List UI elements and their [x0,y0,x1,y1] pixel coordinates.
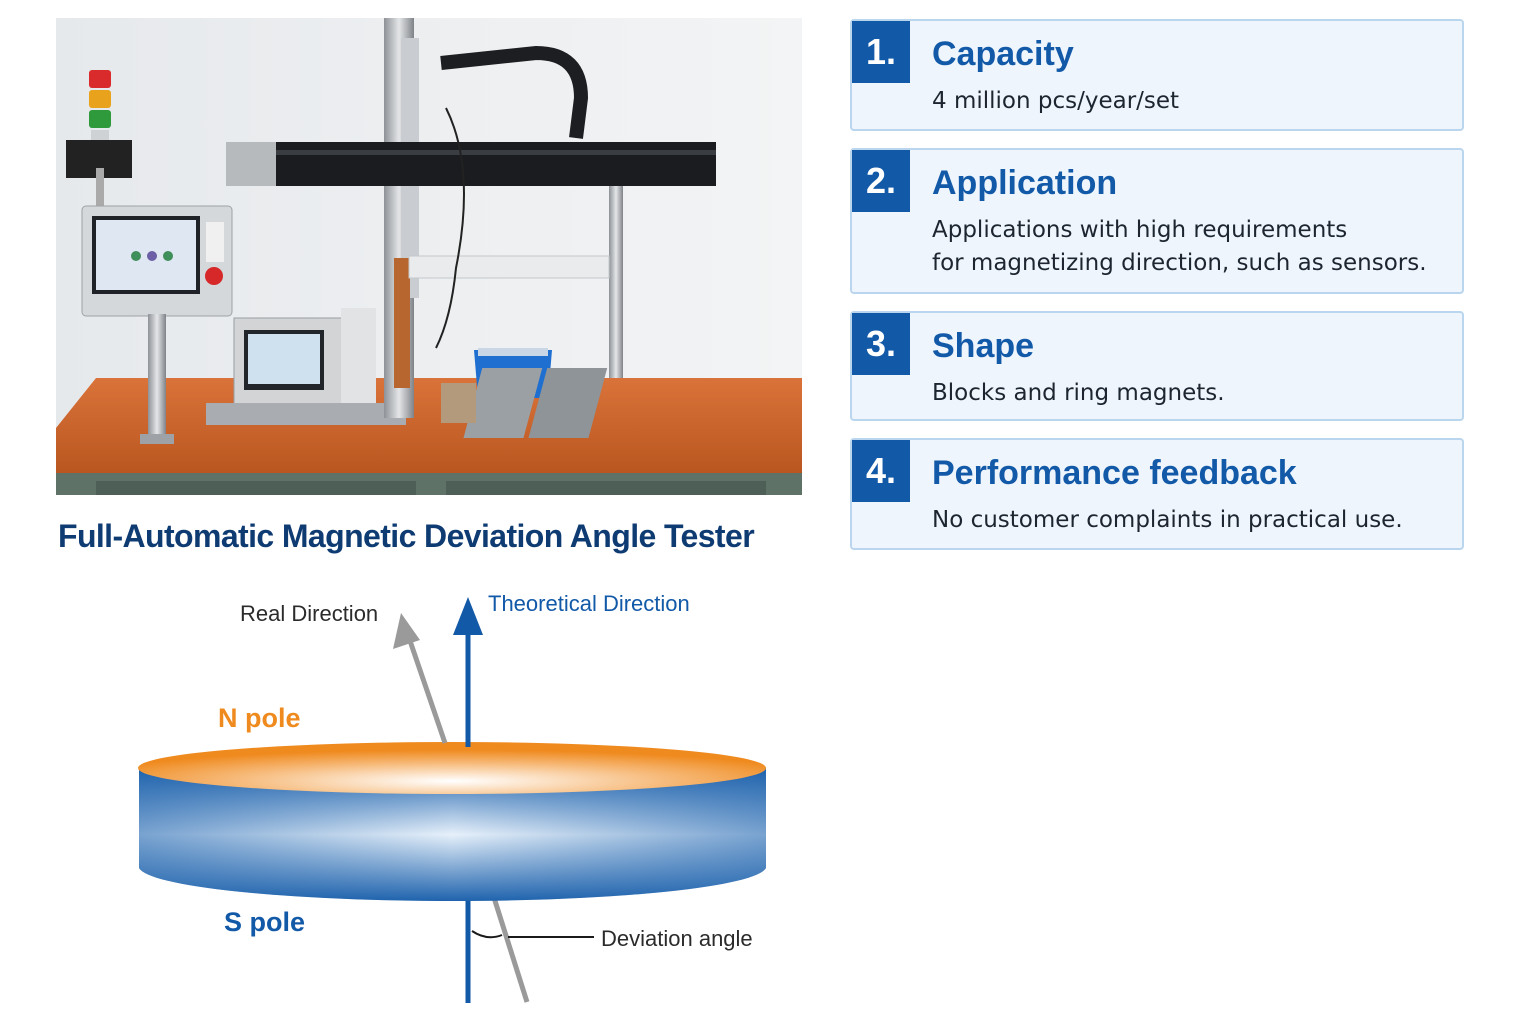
deviation-angle-arc [471,930,503,939]
real-direction-line [405,634,448,744]
feature-card-capacity: 1. Capacity 4 million pcs/year/set [850,19,1464,131]
theoretical-direction-arrowhead [453,597,483,635]
real-direction-line-lower [487,884,530,1003]
feature-title: Capacity [932,35,1074,73]
real-direction-label: Real Direction [240,601,378,626]
feature-number: 1. [852,21,910,83]
product-title: Full-Automatic Magnetic Deviation Angle … [58,518,755,554]
magnet-top-face [138,742,766,794]
feature-description: Applications with high requirements for … [932,217,1427,276]
deviation-angle-label: Deviation angle [601,926,753,951]
feature-title: Performance feedback [932,454,1297,492]
tester-machine-photo [56,18,802,495]
feature-number: 4. [852,440,910,502]
feature-number: 2. [852,150,910,212]
s-pole-label: S pole [224,907,305,937]
feature-card-application: 2. Application Applications with high re… [850,148,1464,294]
feature-card-shape: 3. Shape Blocks and ring magnets. [850,311,1464,421]
feature-title: Application [932,164,1118,202]
real-direction-arrowhead [393,613,420,649]
feature-description: No customer complaints in practical use. [932,507,1403,533]
feature-description: 4 million pcs/year/set [932,88,1180,114]
feature-card-performance: 4. Performance feedback No customer comp… [850,438,1464,550]
theoretical-direction-label: Theoretical Direction [488,591,690,616]
feature-number: 3. [852,313,910,375]
feature-title: Shape [932,327,1035,365]
deviation-angle-diagram: Real Direction Theoretical Direction N p… [138,591,766,1003]
n-pole-label: N pole [218,703,301,733]
feature-description: Blocks and ring magnets. [932,380,1225,406]
